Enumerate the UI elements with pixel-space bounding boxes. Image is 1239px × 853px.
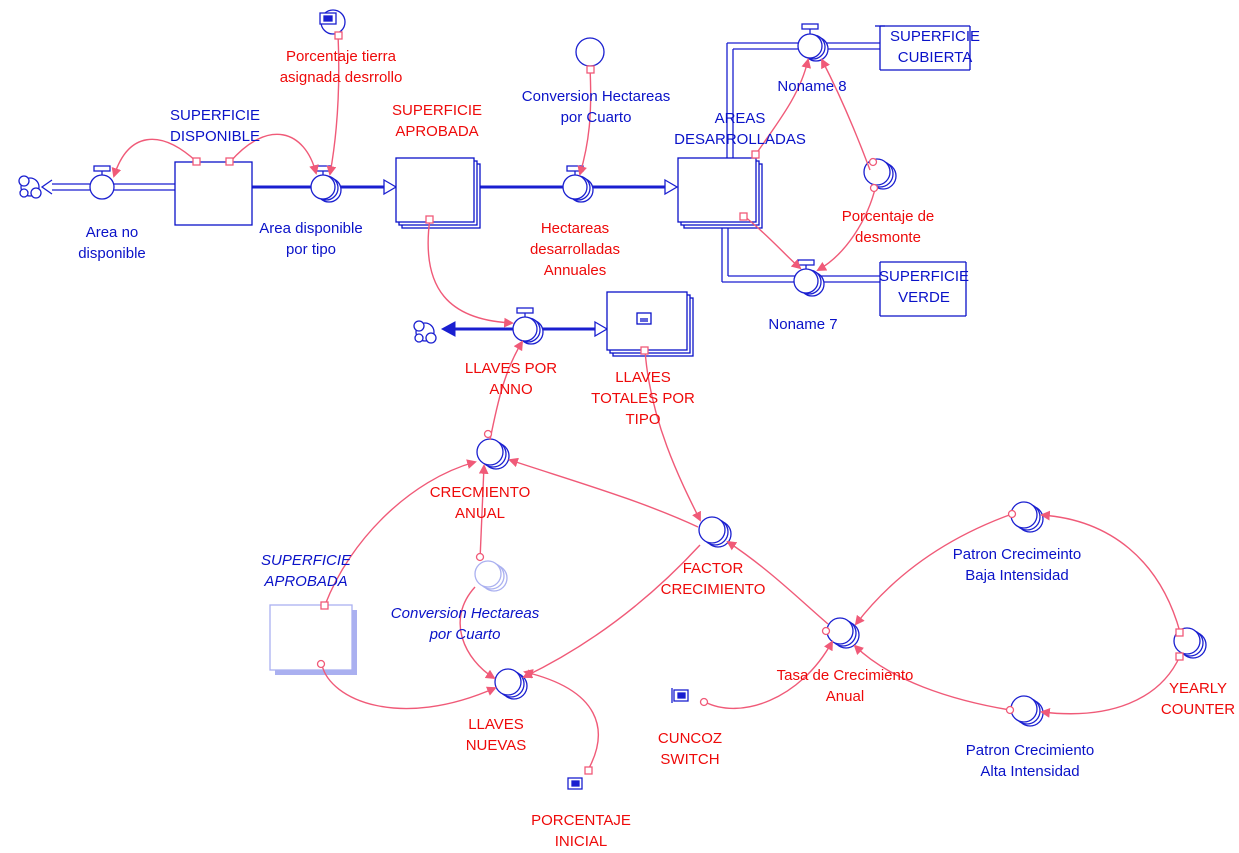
- label-areas-desarrolladas: AREAS DESARROLLADAS: [674, 110, 806, 148]
- label-yearly-counter: YEARLY COUNTER: [1160, 680, 1236, 718]
- label-porcentaje-tierra: Porcentaje tierra asignada desrrollo: [279, 48, 403, 86]
- converter-tasa[interactable]: [826, 617, 860, 649]
- label-crecimiento-anual: CRECMIENTO ANUAL: [429, 484, 531, 522]
- converter-porcentaje-desmonte[interactable]: [863, 158, 897, 190]
- converter-porcentaje-tierra[interactable]: [319, 9, 346, 35]
- label-patron-baja: Patron Crecimeinto Baja Intensidad: [952, 546, 1082, 584]
- label-llaves-por-anno: LLAVES POR ANNO: [464, 360, 558, 398]
- stock-superficie-verde[interactable]: [879, 261, 967, 317]
- converter-crecimiento-anual[interactable]: [476, 438, 510, 470]
- converter-porcentaje-inicial[interactable]: [567, 777, 583, 790]
- label-area-disponible: Area disponible por tipo: [259, 220, 363, 258]
- label-superficie-verde: SUPERFICIE VERDE: [878, 268, 970, 306]
- label-noname7: Noname 7: [768, 316, 838, 333]
- label-noname8: Noname 8: [777, 78, 847, 95]
- flow-valve-llaves-por-anno[interactable]: [512, 307, 544, 345]
- flow-valve-noname7[interactable]: [793, 259, 825, 297]
- label-porcentaje-desmonte: Porcentaje de desmonte: [841, 208, 935, 246]
- label-patron-alta: Patron Crecimiento Alta Intensidad: [965, 742, 1095, 780]
- label-cuncoz-switch: CUNCOZ SWITCH: [657, 730, 723, 768]
- flow-valve-noname8[interactable]: [797, 23, 829, 62]
- stock-superficie-aprobada[interactable]: [395, 157, 481, 229]
- converter-patron-baja[interactable]: [1010, 501, 1044, 533]
- label-superficie-disponible: SUPERFICIE DISPONIBLE: [169, 107, 261, 145]
- flow-valve-hectareas[interactable]: [562, 165, 594, 203]
- label-superficie-cubierta: SUPERFICIE CUBIERTA: [889, 28, 981, 66]
- label-superficie-aprobada-ghost: SUPERFICIE APROBADA: [260, 552, 352, 590]
- stock-areas-desarrolladas[interactable]: [677, 157, 763, 229]
- label-llaves-totales: LLAVES TOTALES POR TIPO: [591, 369, 695, 428]
- label-superficie-aprobada: SUPERFICIE APROBADA: [391, 102, 483, 140]
- label-llaves-nuevas: LLAVES NUEVAS: [465, 716, 527, 754]
- stock-llaves-totales[interactable]: [606, 291, 694, 357]
- converter-conversion[interactable]: [575, 37, 605, 67]
- label-conversion-ghost: Conversion Hectareas por Cuarto: [390, 605, 540, 643]
- flow-valve-area-disponible[interactable]: [310, 165, 342, 203]
- converter-factor[interactable]: [698, 516, 732, 548]
- connector-endpoints: [192, 31, 1184, 775]
- label-factor: FACTOR CRECIMIENTO: [660, 560, 766, 598]
- converter-llaves-nuevas[interactable]: [494, 668, 528, 700]
- label-conversion: Conversion Hectareas por Cuarto: [521, 88, 671, 126]
- stock-superficie-disponible[interactable]: [174, 161, 253, 226]
- flow-valve-area-no-disponible[interactable]: [89, 165, 115, 200]
- stock-superficie-cubierta[interactable]: [875, 25, 971, 71]
- label-area-no-disponible: Area no disponible: [78, 224, 146, 262]
- stock-superficie-aprobada-ghost[interactable]: [269, 604, 357, 675]
- connectors: [111, 33, 1181, 771]
- converter-patron-alta[interactable]: [1010, 695, 1044, 727]
- converter-conversion-ghost[interactable]: [474, 560, 508, 592]
- label-tasa: Tasa de Crecimiento Anual: [776, 667, 914, 705]
- cloud-icon: [18, 175, 42, 199]
- converter-cuncoz-switch[interactable]: [671, 688, 689, 703]
- label-hectareas: Hectareas desarrolladas Annuales: [529, 220, 621, 279]
- cloud-icon: [413, 320, 437, 344]
- label-porcentaje-inicial: PORCENTAJE INICIAL: [531, 812, 631, 850]
